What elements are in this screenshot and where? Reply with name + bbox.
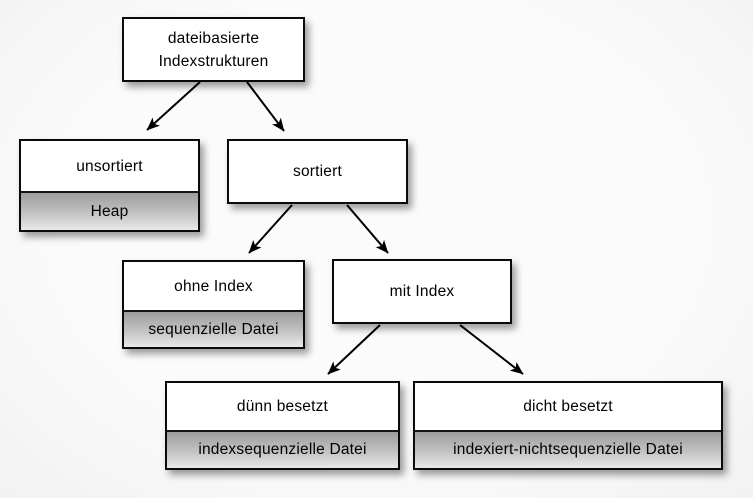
edge-sortiert-ohne-index	[248, 204, 293, 254]
node-label: sortiert	[293, 163, 342, 180]
node-sublabel: Heap	[21, 191, 198, 230]
edge-mit-index-dicht	[459, 324, 524, 375]
node-duenn-besetzt: dünn besetzt indexsequenzielle Datei	[165, 381, 400, 470]
edge-root-sortiert	[246, 81, 285, 132]
node-label: ohne Index	[174, 277, 253, 295]
edge-mit-index-duenn	[327, 324, 381, 375]
node-label: dicht besetzt	[523, 398, 613, 415]
node-label: dünn besetzt	[236, 398, 329, 415]
node-sublabel: indexsequenzielle Datei	[167, 430, 398, 468]
node-label: dateibasierte Indexstrukturen	[158, 29, 269, 70]
node-dateibasierte-indexstrukturen: dateibasierte Indexstrukturen	[122, 17, 305, 82]
node-label: unsortiert	[76, 157, 143, 175]
node-label: mit Index	[389, 283, 455, 300]
node-mit-index: mit Index	[332, 259, 512, 324]
edge-sortiert-mit-index	[346, 204, 389, 254]
edge-root-unsortiert	[146, 81, 201, 131]
node-sortiert: sortiert	[227, 139, 408, 204]
node-ohne-index: ohne Index sequenzielle Datei	[122, 260, 305, 349]
node-sublabel: sequenzielle Datei	[124, 310, 303, 347]
node-dicht-besetzt: dicht besetzt indexiert-nichtsequenziell…	[413, 381, 723, 470]
node-sublabel: indexiert-nichtsequenzielle Datei	[415, 430, 721, 468]
node-unsortiert: unsortiert Heap	[19, 139, 200, 232]
